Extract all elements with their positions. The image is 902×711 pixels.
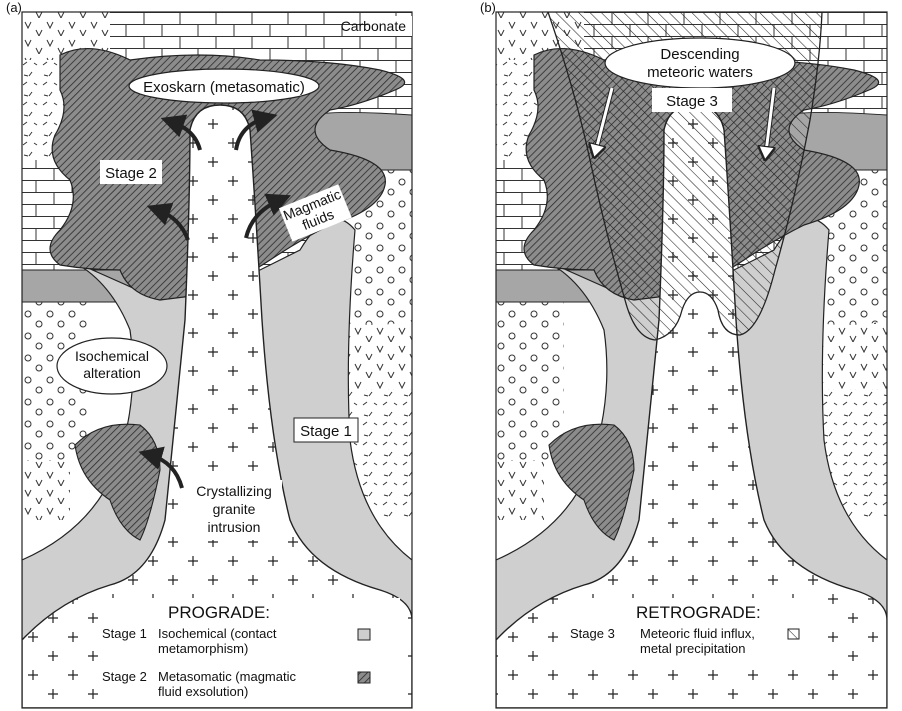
legend-stage2-swatch	[358, 672, 370, 683]
legend-stage3-line1: Meteoric fluid influx,	[640, 626, 755, 641]
crystallizing-label-line2: granite	[213, 501, 256, 517]
panel-b-letter: (b)	[480, 0, 496, 15]
stage1-label: Stage 1	[300, 423, 352, 440]
conglomerate-rock-left-b	[496, 300, 564, 460]
meteoric-label-line1: Descending	[660, 46, 739, 63]
exoskarn-label: Exoskarn (metasomatic)	[143, 79, 305, 96]
volcanic-rock-left	[22, 460, 70, 520]
legend-stage2-line1: Metasomatic (magmatic	[158, 669, 296, 684]
stage2-label: Stage 2	[105, 165, 157, 182]
legend-stage3-stage: Stage 3	[570, 626, 615, 641]
prograde-legend: PROGRADE: Stage 1 Isochemical (contact m…	[100, 598, 400, 704]
legend-stage1-swatch	[358, 629, 370, 640]
prograde-legend-title: PROGRADE:	[168, 603, 270, 622]
carbonate-label: Carbonate	[341, 18, 407, 34]
retrograde-legend: RETROGRADE: Stage 3 Meteoric fluid influ…	[566, 598, 826, 668]
retrograde-legend-title: RETROGRADE:	[636, 603, 761, 622]
legend-stage1-line1: Isochemical (contact	[158, 626, 277, 641]
legend-stage1-stage: Stage 1	[102, 626, 147, 641]
legend-stage3-line2: metal precipitation	[640, 641, 746, 656]
crystallizing-label-line1: Crystallizing	[196, 483, 271, 499]
volcanic-rock-left-b	[496, 460, 544, 520]
legend-stage1-line2: metamorphism)	[158, 641, 248, 656]
panel-b: (b)	[480, 0, 887, 708]
stage3-label: Stage 3	[666, 93, 718, 110]
legend-stage2-stage: Stage 2	[102, 669, 147, 684]
meteoric-label-line2: meteoric waters	[647, 64, 753, 81]
crystallizing-label-line3: intrusion	[208, 519, 261, 535]
isochemical-label-line2: alteration	[83, 365, 141, 381]
isochemical-label-line1: Isochemical	[75, 348, 149, 364]
legend-stage3-swatch	[788, 629, 799, 639]
panel-a: (a)	[6, 0, 412, 708]
panel-a-letter: (a)	[6, 0, 22, 15]
legend-stage2-line2: fluid exsolution)	[158, 684, 248, 699]
